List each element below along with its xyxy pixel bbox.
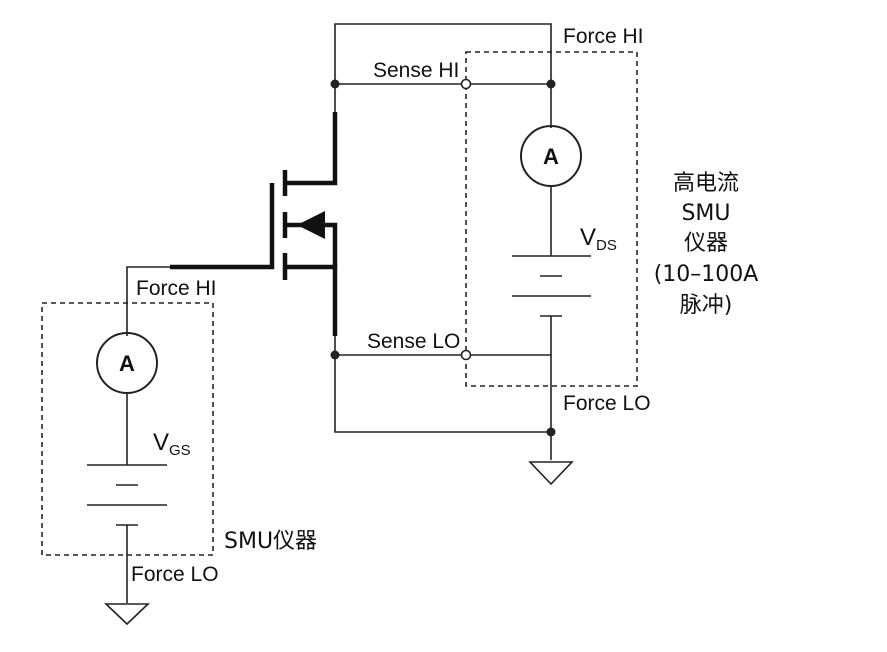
junction-dots bbox=[330, 79, 556, 437]
sense-lo-label: Sense LO bbox=[367, 330, 460, 353]
right-ground-symbol bbox=[528, 461, 574, 486]
left-ammeter-symbol bbox=[96, 332, 158, 394]
mosfet-body-arrow bbox=[297, 211, 325, 239]
right-voltage-source-symbol bbox=[512, 255, 591, 317]
left-instrument-label: SMU仪器 bbox=[224, 529, 317, 554]
right-instrument-line-2: SMU bbox=[681, 201, 730, 226]
left-ground-symbol bbox=[104, 603, 150, 626]
sense-hi-label: Sense HI bbox=[373, 59, 459, 82]
vds-label: VDS bbox=[580, 224, 617, 254]
left-ammeter-label: A bbox=[119, 351, 135, 376]
right-force-hi-label: Force HI bbox=[563, 25, 644, 48]
right-force-hi-wire bbox=[334, 23, 552, 84]
vgs-label: VGS bbox=[153, 429, 191, 459]
right-ammeter-label: A bbox=[543, 144, 559, 169]
left-force-hi-label: Force HI bbox=[136, 277, 217, 300]
right-instrument-label: 高电流 SMU 仪器 (10–100A 脉冲) bbox=[654, 171, 759, 318]
right-instrument-line-3: 仪器 bbox=[684, 231, 728, 256]
left-voltage-source-symbol bbox=[87, 464, 167, 526]
right-instrument-line-5: 脉冲) bbox=[680, 293, 733, 318]
right-instrument-line-1: 高电流 bbox=[673, 171, 739, 196]
right-force-lo-wire bbox=[334, 355, 551, 433]
right-ammeter-symbol bbox=[520, 125, 582, 187]
right-force-lo-label: Force LO bbox=[563, 392, 651, 415]
mosfet-symbol bbox=[170, 112, 338, 336]
open-terminals bbox=[460, 78, 472, 361]
left-force-lo-label: Force LO bbox=[131, 563, 219, 586]
gate-force-hi-wire bbox=[126, 266, 170, 330]
right-instrument-line-4: (10–100A bbox=[654, 262, 759, 287]
